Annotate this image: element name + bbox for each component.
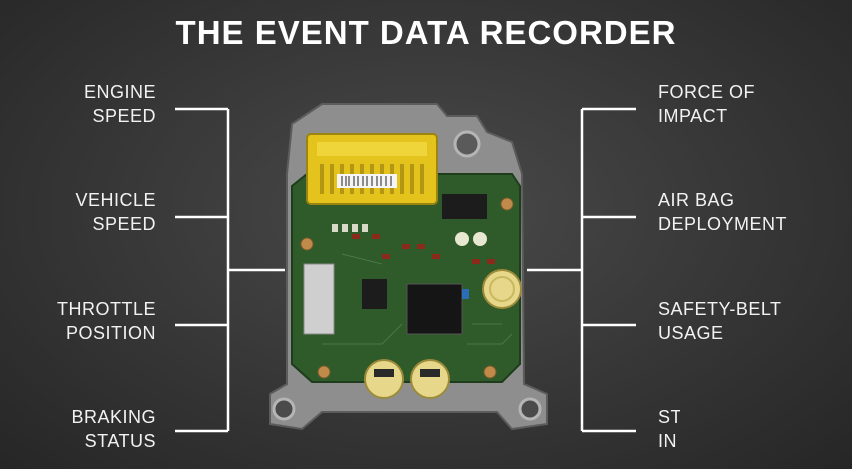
event-data-recorder-module-image	[269, 103, 548, 431]
board-screw-top-right	[500, 197, 514, 211]
mount-hole-bottom-right	[518, 397, 542, 421]
label-air-bag-deployment: AIR BAG DEPLOYMENT	[658, 190, 788, 234]
label-braking-status: BRAKING STATUS	[71, 407, 156, 451]
label-safety-belt-usage: SAFETY-BELT USAGE	[658, 299, 782, 343]
board-screw-bottom-left	[317, 365, 331, 379]
label-throttle-position: THROTTLE POSITION	[56, 299, 156, 343]
board-screw-left	[300, 237, 314, 251]
microcontroller-chip	[406, 283, 463, 335]
label-engine-speed: ENGINE SPEED	[83, 82, 156, 126]
ic-chip-top	[442, 194, 487, 219]
ic-chip-small	[362, 279, 387, 309]
capacitor-right	[482, 269, 522, 309]
label-vehicle-speed: VEHICLE SPEED	[75, 190, 156, 234]
blue-capacitor	[462, 289, 469, 299]
mount-hole-top-right	[453, 130, 481, 158]
mount-hole-bottom-left	[272, 397, 296, 421]
label-force-of-impact: FORCE OF IMPACT	[658, 82, 755, 126]
led-right	[473, 232, 487, 246]
board-screw-bottom-right	[483, 365, 497, 379]
capacitor-bottom-left	[364, 359, 404, 399]
page-title: THE EVENT DATA RECORDER	[175, 14, 677, 51]
capacitor-bottom-right	[410, 359, 450, 399]
label-sticker-side	[303, 263, 335, 335]
connector-ridge	[317, 142, 427, 156]
led-left	[455, 232, 469, 246]
label-partial-cut-off: ST IN	[658, 407, 680, 451]
